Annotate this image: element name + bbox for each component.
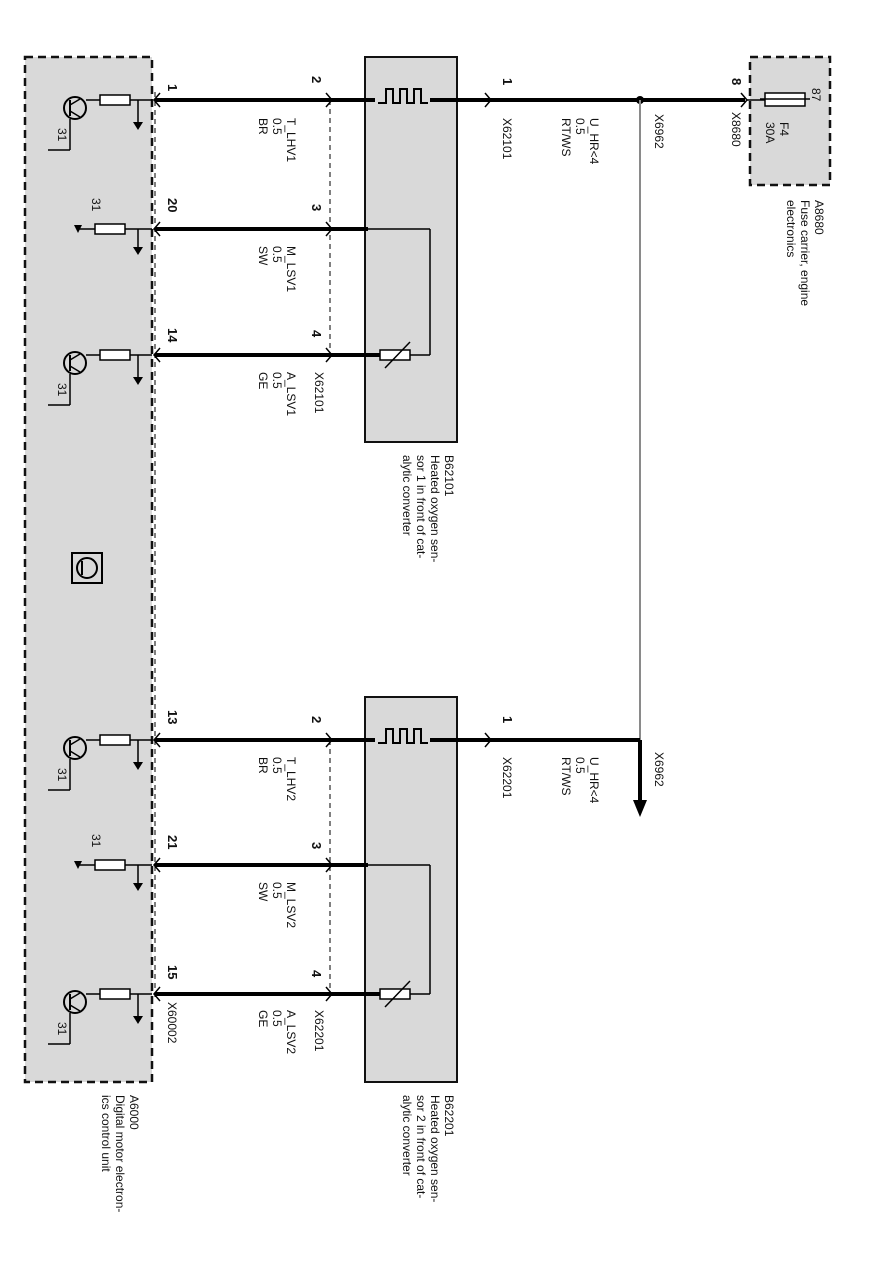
- sensor2-pin-2: 2: [309, 716, 324, 723]
- wire-signal: A_LSV2: [284, 1010, 298, 1054]
- ground-label: 31: [55, 128, 69, 142]
- power-connector: X62201: [500, 757, 514, 799]
- fuse-carrier-name-1: Fuse carrier, engine: [798, 200, 812, 306]
- sensor2-pin-3: 3: [309, 842, 324, 849]
- ground-label: 31: [55, 1022, 69, 1036]
- ecu-pin-15: 15: [165, 965, 180, 979]
- ground-label: 31: [89, 834, 103, 848]
- power-signal: U_HR<4: [587, 757, 601, 804]
- sensor2-pin-4: 4: [309, 970, 324, 978]
- ecu-connector-label: X60002: [165, 1002, 179, 1044]
- wire-size: 0.5: [270, 1010, 284, 1027]
- ground-label: 31: [55, 383, 69, 397]
- labels: 1 20 14 13 21 15 X60002 2 3 4 2 3 4 T_LH…: [55, 76, 826, 1212]
- wire-size: 0.5: [270, 372, 284, 389]
- wire-color: BR: [256, 118, 270, 135]
- power-size: 0.5: [573, 118, 587, 135]
- wire-color: GE: [256, 372, 270, 389]
- wire-connector: X62201: [312, 1010, 326, 1052]
- wire-color: SW: [256, 882, 270, 902]
- power-pin-1: 1: [500, 78, 515, 85]
- ground-label: 31: [89, 198, 103, 212]
- power-pin-1: 1: [500, 716, 515, 723]
- power-color: RT/WS: [559, 757, 573, 795]
- ecu-name-2: ics control unit: [99, 1095, 113, 1172]
- wire-signal: M_LSV2: [284, 882, 298, 928]
- wire-color: BR: [256, 757, 270, 774]
- sensor1-name-1: Heated oxygen sen-: [428, 455, 442, 562]
- ground-label: 31: [55, 768, 69, 782]
- wire-signal: T_LHV2: [284, 757, 298, 801]
- ecu-pin-21: 21: [165, 835, 180, 849]
- power-wires: [484, 92, 765, 817]
- fuse-terminal: 87: [809, 88, 823, 102]
- power-connector: X62101: [500, 118, 514, 160]
- fuse-carrier-id: A8680: [812, 200, 826, 235]
- splice-arrow-label: X6962: [652, 752, 666, 787]
- fuse-rating: 30A: [763, 122, 777, 143]
- sensor1-name-3: alytic converter: [400, 455, 414, 536]
- fuse-label: F4: [777, 122, 791, 136]
- power-color: RT/WS: [559, 118, 573, 156]
- wire-signal: M_LSV1: [284, 246, 298, 292]
- ecu-id: A6000: [127, 1095, 141, 1130]
- sensor1-name-2: sor 1 in front of cat-: [414, 455, 428, 558]
- wire-color: SW: [256, 246, 270, 266]
- ecu-symbol-icon: [71, 552, 103, 584]
- wire-connector: X62101: [312, 372, 326, 414]
- fuse-connector-label: X8680: [729, 112, 743, 147]
- ecu-pin-13: 13: [165, 710, 180, 724]
- wire-size: 0.5: [270, 757, 284, 774]
- ecu-pin-20: 20: [165, 198, 180, 212]
- splice-label: X6962: [652, 114, 666, 149]
- sensor2-name-1: Heated oxygen sen-: [428, 1095, 442, 1202]
- fuse-carrier-box: [748, 55, 832, 187]
- ecu-pin-circuits: [48, 94, 152, 1045]
- sensor1-pin-3: 3: [309, 204, 324, 211]
- wire-size: 0.5: [270, 118, 284, 135]
- wire-size: 0.5: [270, 246, 284, 263]
- sensor1-pin-2: 2: [309, 76, 324, 83]
- fuse-connector-pin: 8: [729, 78, 744, 85]
- ecu-name-1: Digital motor electron-: [113, 1095, 127, 1212]
- sensor2-box: [364, 696, 458, 1083]
- wire-signal: T_LHV1: [284, 118, 298, 162]
- sensor2-internals: [330, 728, 490, 1008]
- ecu-pin-14: 14: [165, 328, 180, 343]
- sensor2-name-2: sor 2 in front of cat-: [414, 1095, 428, 1198]
- signal-wires: [153, 92, 333, 1002]
- sensor1-box: [364, 56, 458, 443]
- sensor2-name-3: alytic converter: [400, 1095, 414, 1176]
- wire-color: GE: [256, 1010, 270, 1027]
- sensor2-id: B62201: [442, 1095, 456, 1137]
- sensor1-pin-4: 4: [309, 330, 324, 338]
- ecu-pin-1: 1: [165, 84, 180, 91]
- fuse-carrier-name-2: electronics: [784, 200, 798, 257]
- power-size: 0.5: [573, 757, 587, 774]
- sensor1-internals: [330, 88, 490, 369]
- wire-size: 0.5: [270, 882, 284, 899]
- wire-signal: A_LSV1: [284, 372, 298, 416]
- power-signal: U_HR<4: [587, 118, 601, 165]
- sensor1-id: B62101: [442, 455, 456, 497]
